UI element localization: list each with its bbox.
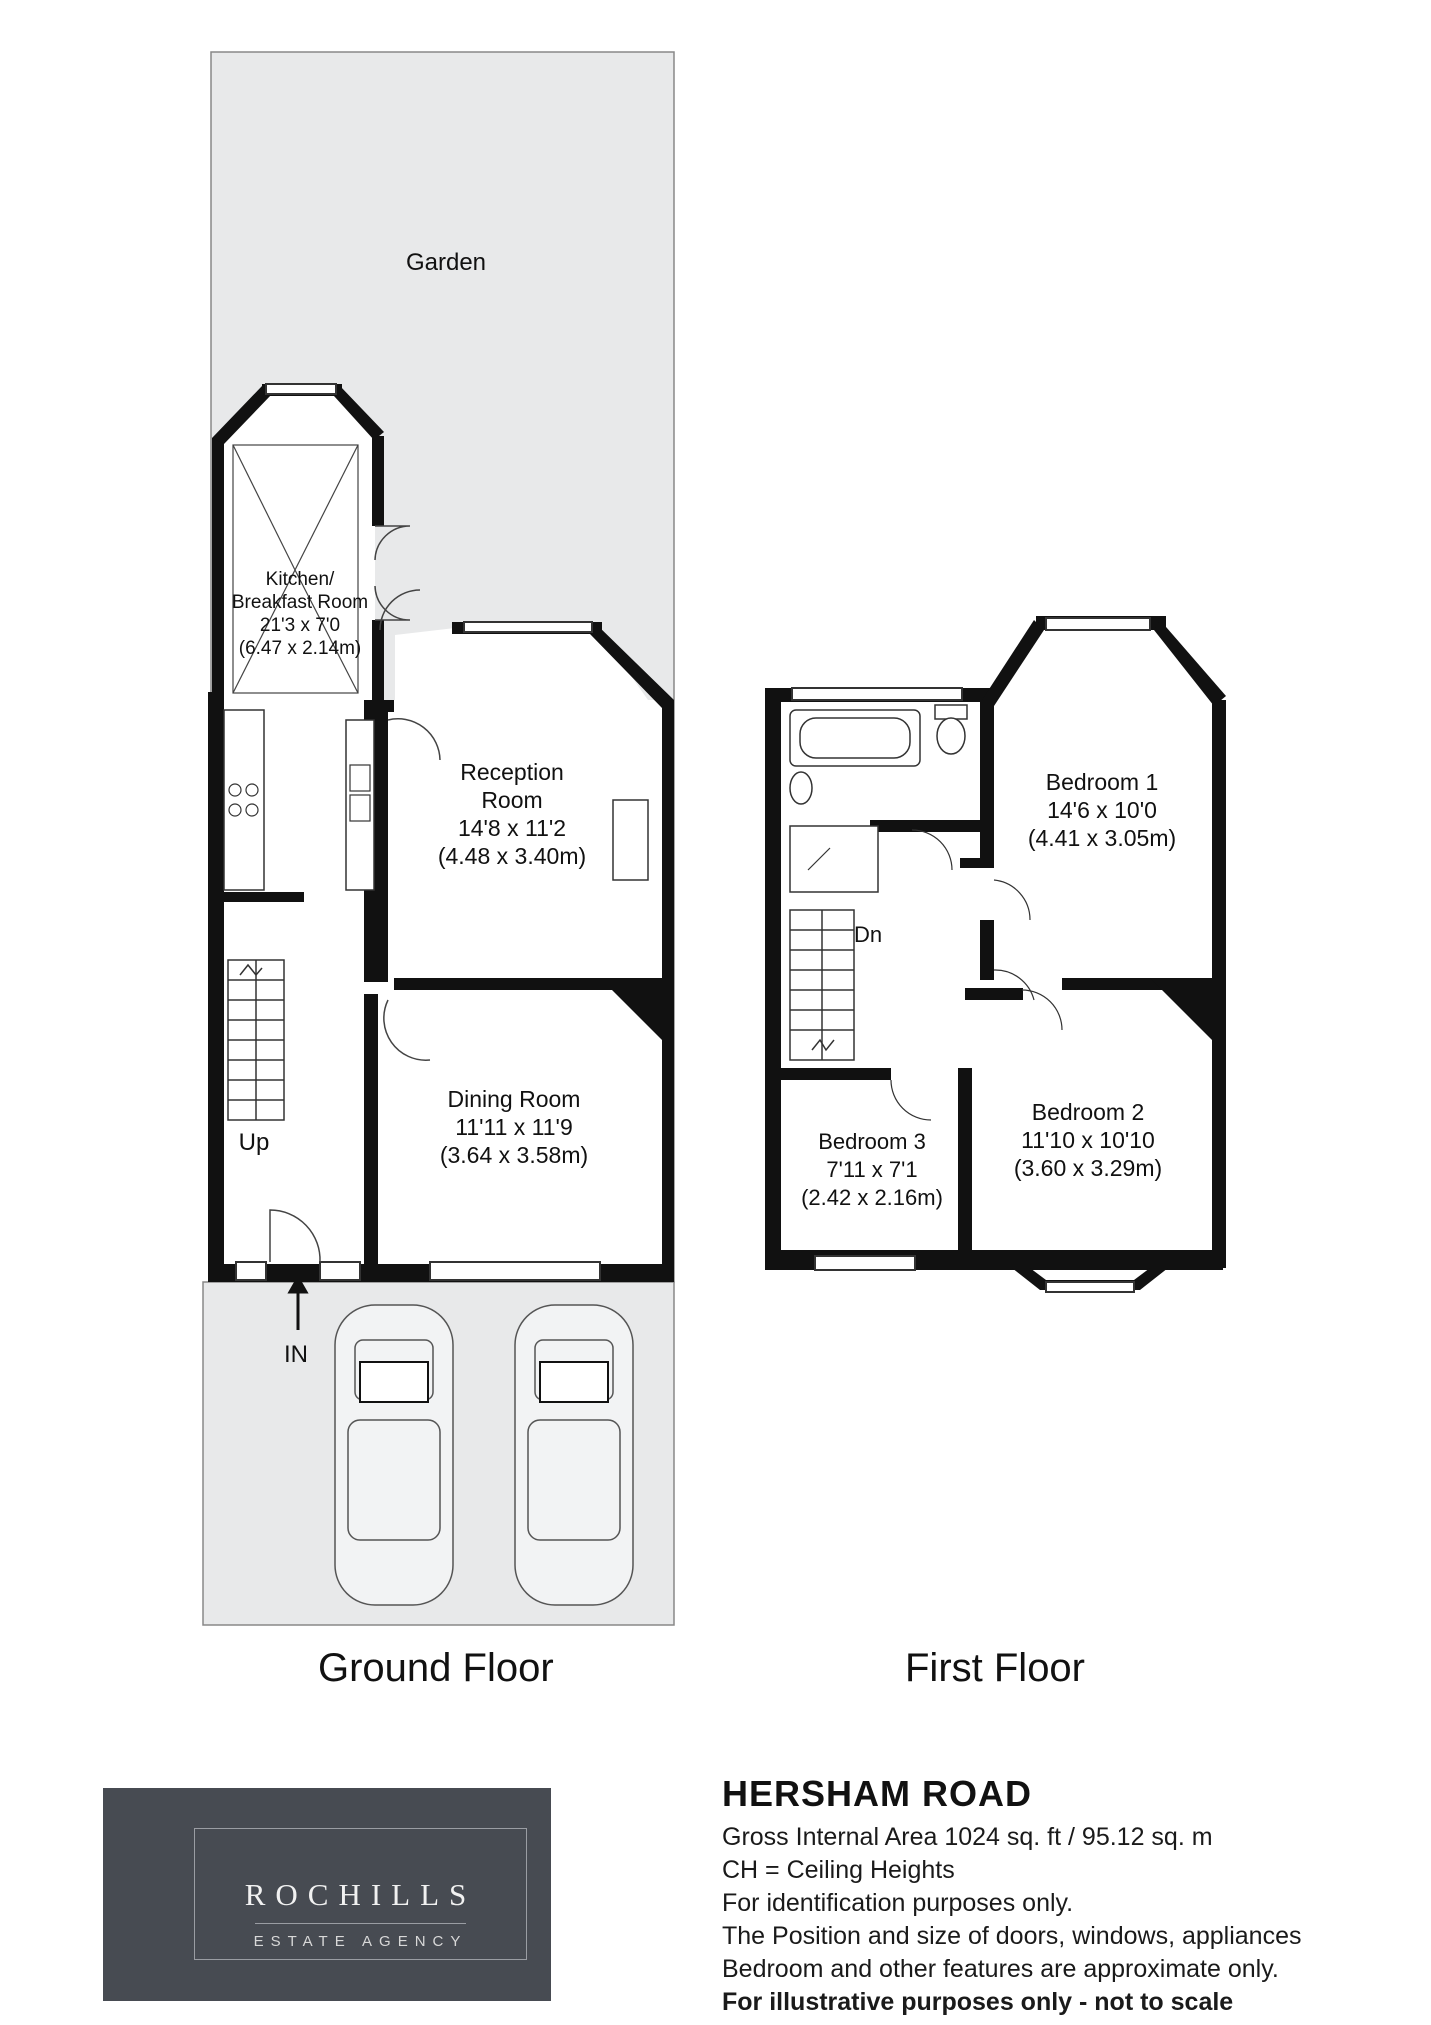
ceiling-heights-text: CH = Ceiling Heights (722, 1856, 955, 1884)
floor-plan-drawing: Garden Kitchen/ Breakfast Room 21'3 x 7'… (202, 51, 1226, 1626)
logo-divider (255, 1923, 466, 1924)
entrance-label: IN (284, 1341, 308, 1368)
bedroom1-label: Bedroom 1 (1046, 769, 1159, 795)
stairs-up-label: Up (239, 1129, 270, 1156)
bedroom1-size-imperial: 14'6 x 10'0 (1047, 797, 1157, 823)
bedroom2-size-metric: (3.60 x 3.29m) (1014, 1155, 1162, 1181)
ground-floor-title: Ground Floor (318, 1646, 554, 1690)
disclaimer-line-1: The Position and size of doors, windows,… (722, 1922, 1302, 1950)
dining-size-imperial: 11'11 x 11'9 (455, 1114, 572, 1140)
disclaimer-line-2: Bedroom and other features are approxima… (722, 1955, 1279, 1983)
stairs-down-label: Dn (854, 922, 882, 947)
reception-label-line2: Room (481, 787, 542, 813)
bedroom1-size-metric: (4.41 x 3.05m) (1028, 825, 1176, 851)
bedroom3-label: Bedroom 3 (818, 1129, 926, 1154)
kitchen-label-line2: Breakfast Room (232, 592, 368, 613)
illustrative-text: For illustrative purposes only - not to … (722, 1988, 1234, 2016)
property-title: HERSHAM ROAD (722, 1773, 1033, 1814)
dining-label: Dining Room (448, 1086, 581, 1112)
logo-name: ROCHILLS (244, 1877, 477, 1912)
kitchen-label-line1: Kitchen/ (266, 569, 335, 590)
garden-label: Garden (406, 249, 486, 276)
agency-logo: ROCHILLS ESTATE AGENCY (103, 1788, 551, 2001)
gross-area-text: Gross Internal Area 1024 sq. ft / 95.12 … (722, 1823, 1213, 1851)
first-floor-plan (765, 616, 1226, 1293)
bedroom3-size-metric: (2.42 x 2.16m) (801, 1185, 943, 1210)
identification-text: For identification purposes only. (722, 1889, 1074, 1917)
logo-frame: ROCHILLS ESTATE AGENCY (194, 1828, 527, 1960)
property-info: HERSHAM ROAD Gross Internal Area 1024 sq… (722, 1773, 1412, 2019)
reception-label-line1: Reception (460, 759, 564, 785)
reception-size-metric: (4.48 x 3.40m) (438, 843, 586, 869)
first-floor-title: First Floor (905, 1646, 1085, 1690)
bedroom2-label: Bedroom 2 (1032, 1099, 1145, 1125)
kitchen-size-metric: (6.47 x 2.14m) (239, 638, 362, 659)
bedroom2-size-imperial: 11'10 x 10'10 (1021, 1127, 1155, 1153)
bedroom3-size-imperial: 7'11 x 7'1 (826, 1157, 917, 1182)
ground-floor-plan (208, 383, 674, 1606)
reception-size-imperial: 14'8 x 11'2 (458, 815, 566, 841)
kitchen-size-imperial: 21'3 x 7'0 (260, 615, 340, 636)
logo-tagline: ESTATE AGENCY (253, 1933, 468, 1950)
dining-size-metric: (3.64 x 3.58m) (440, 1142, 588, 1168)
